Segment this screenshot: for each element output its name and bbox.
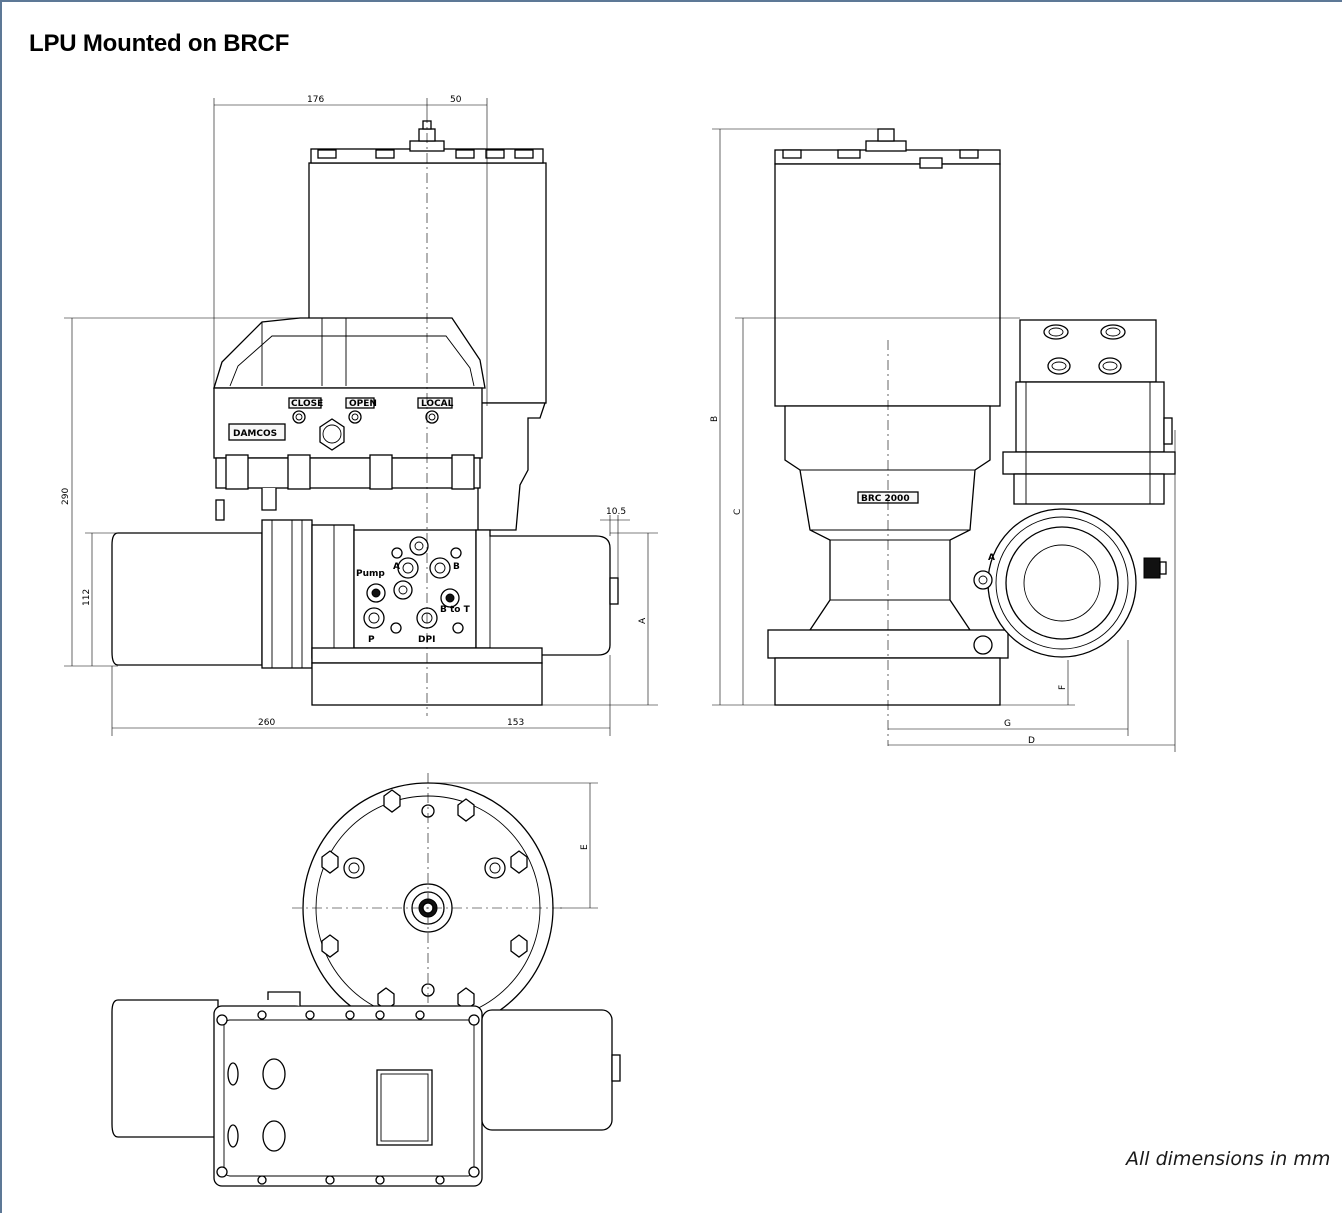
dim-d: D	[1028, 736, 1035, 746]
front-right-block	[475, 529, 611, 656]
front-dimensions: 176 50 290 112 10.5 A 260 153	[61, 95, 658, 736]
side-body	[784, 405, 991, 631]
dim-e: E	[580, 844, 590, 850]
front-housing-top	[213, 317, 486, 389]
side-dimensions: B C F G D	[710, 128, 1176, 752]
page-title: LPU Mounted on BRCF	[29, 30, 290, 57]
local-label: LOCAL	[421, 399, 454, 409]
open-label: OPEN	[349, 399, 377, 409]
top-dimensions: E	[428, 782, 598, 909]
top-motor	[111, 999, 219, 1138]
dim-50: 50	[450, 95, 462, 105]
front-view: DAMCOS CLOSE OPEN LOCAL	[111, 113, 619, 716]
dim-c: C	[733, 509, 743, 515]
side-lpu-band	[1015, 381, 1165, 453]
dim-260: 260	[258, 718, 275, 728]
close-button[interactable]	[292, 410, 306, 424]
dim-10-5: 10.5	[606, 507, 626, 517]
units-note: All dimensions in mm	[1126, 1148, 1331, 1170]
close-label: CLOSE	[291, 399, 323, 409]
top-display-window	[376, 1069, 433, 1146]
port-b-label: B	[453, 562, 460, 572]
model-label: BRC 2000	[861, 494, 910, 504]
dim-f: F	[1058, 685, 1068, 690]
dim-290: 290	[61, 488, 71, 505]
dim-112: 112	[82, 589, 92, 606]
dim-a: A	[638, 617, 648, 624]
front-motor	[111, 532, 263, 666]
side-cylinder	[774, 163, 1001, 407]
local-button[interactable]	[425, 410, 439, 424]
dim-153: 153	[507, 718, 524, 728]
dim-176: 176	[307, 95, 324, 105]
side-lpu-top	[1019, 319, 1157, 383]
port-a-label: A	[393, 562, 400, 572]
b-to-t-label: B to T	[440, 605, 471, 615]
top-view	[111, 773, 621, 1187]
top-right-block	[481, 1009, 613, 1131]
top-housing	[213, 1005, 483, 1187]
open-button[interactable]	[348, 410, 362, 424]
port-p-label: P	[368, 635, 375, 645]
brand-label: DAMCOS	[233, 429, 277, 439]
side-a-label: A	[988, 553, 995, 563]
side-view: BRC 2000 A	[767, 128, 1176, 746]
pump-label: Pump	[356, 569, 385, 579]
dim-g: G	[1004, 719, 1011, 729]
brand-plate	[228, 423, 286, 441]
dim-b: B	[710, 416, 720, 422]
side-base	[774, 657, 1001, 706]
